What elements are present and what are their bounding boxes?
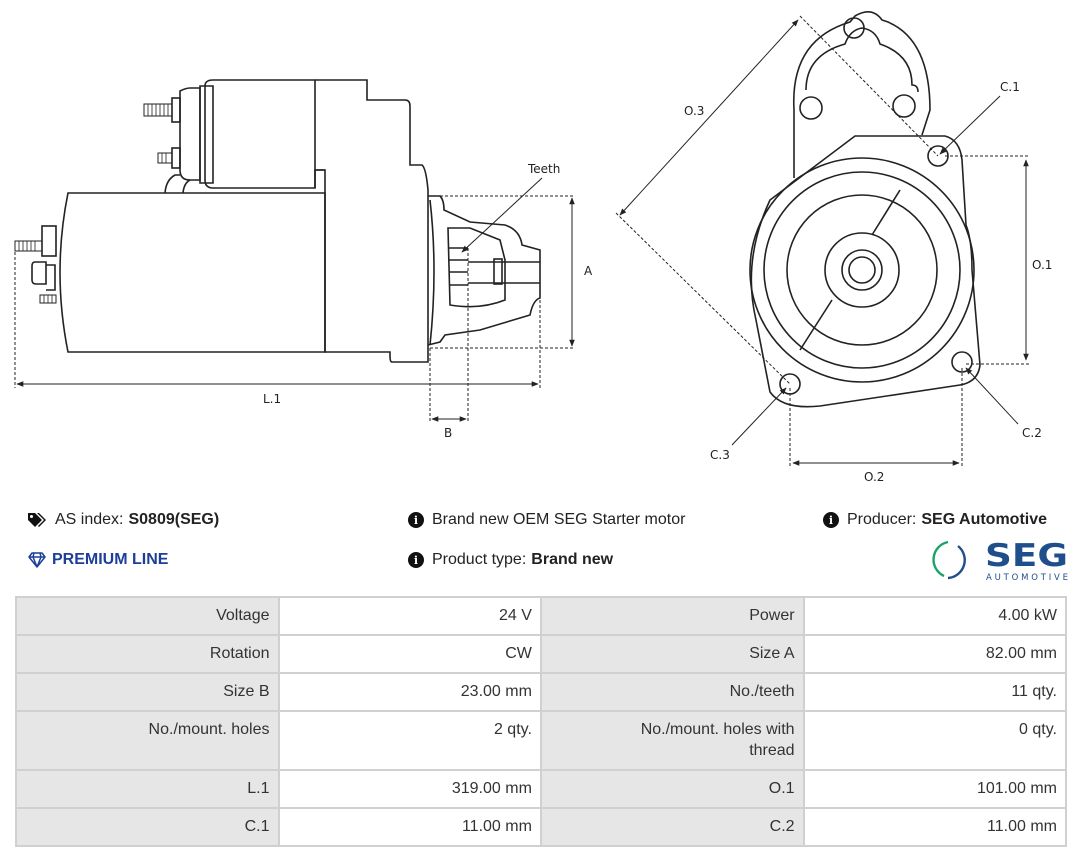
spec-value: 24 V [277, 596, 542, 636]
spec-value: 11.00 mm [802, 807, 1068, 847]
seg-automotive-logo: SEG AUTOMOTIVE [932, 538, 1068, 583]
label-dim-l1: L.1 [263, 392, 281, 406]
label-dim-a: A [584, 264, 593, 278]
motor-body [59, 192, 326, 353]
label-o3: O.3 [684, 104, 704, 118]
info-icon: i [408, 512, 424, 528]
spec-label: Size B [15, 672, 280, 712]
label-c2: C.2 [1022, 426, 1042, 440]
hole-c2 [951, 351, 973, 373]
spec-label: C.2 [539, 807, 805, 847]
spec-label: L.1 [15, 769, 280, 809]
spec-value: 82.00 mm [802, 634, 1068, 674]
diamond-icon [28, 552, 46, 568]
info-icon: i [408, 552, 424, 568]
spec-label: Size A [539, 634, 805, 674]
product-type: i Product type: Brand new [408, 551, 613, 569]
spec-label: C.1 [15, 807, 280, 847]
producer: i Producer: SEG Automotive [823, 511, 1047, 529]
spec-value: 11 qty. [802, 672, 1068, 712]
producer-value: SEG Automotive [921, 511, 1048, 528]
spec-label: O.1 [539, 769, 805, 809]
logo-brand: SEG [985, 538, 1068, 574]
spec-label: Rotation [15, 634, 280, 674]
as-index-label: AS index: [55, 511, 124, 528]
label-o1: O.1 [1032, 258, 1052, 272]
spec-label: No./mount. holes with thread [539, 710, 805, 771]
tags-icon [27, 512, 47, 528]
mounting-flange [750, 135, 981, 408]
description-text: Brand new OEM SEG Starter motor [432, 511, 686, 528]
premium-line-label: PREMIUM LINE [52, 551, 169, 568]
label-c3: C.3 [710, 448, 730, 462]
spec-value: 11.00 mm [277, 807, 542, 847]
pinion-nose [427, 195, 541, 346]
spec-value: 101.00 mm [802, 769, 1068, 809]
as-index: AS index: S0809(SEG) [27, 511, 219, 529]
premium-line-badge: PREMIUM LINE [28, 551, 168, 569]
producer-label: Producer: [847, 511, 917, 528]
spec-value: 0 qty. [802, 710, 1068, 771]
spec-value: 4.00 kW [802, 596, 1068, 636]
spec-value: 23.00 mm [277, 672, 542, 712]
spec-label: No./mount. holes [15, 710, 280, 771]
side-view [14, 79, 541, 363]
as-index-value: S0809(SEG) [128, 511, 220, 528]
label-c1: C.1 [1000, 80, 1020, 94]
spec-value: 319.00 mm [277, 769, 542, 809]
description: i Brand new OEM SEG Starter motor [408, 511, 685, 529]
product-type-value: Brand new [531, 551, 614, 568]
label-teeth: Teeth [527, 162, 560, 176]
solenoid [204, 79, 316, 189]
label-dim-b: B [444, 426, 452, 440]
front-view [749, 11, 981, 408]
label-o2: O.2 [864, 470, 884, 484]
info-icon: i [823, 512, 839, 528]
technical-drawing: Teeth A B L.1 O.1 [14, 11, 1052, 484]
front-view-dimensions [615, 15, 1030, 466]
spec-label: Voltage [15, 596, 280, 636]
spec-value: 2 qty. [277, 710, 542, 771]
drive-housing [315, 79, 429, 363]
spec-label: No./teeth [539, 672, 805, 712]
side-view-dimensions [14, 177, 575, 422]
spec-value: CW [277, 634, 542, 674]
spec-label: Power [539, 596, 805, 636]
product-type-label: Product type: [432, 551, 527, 568]
logo-sub: AUTOMOTIVE [986, 573, 1068, 583]
